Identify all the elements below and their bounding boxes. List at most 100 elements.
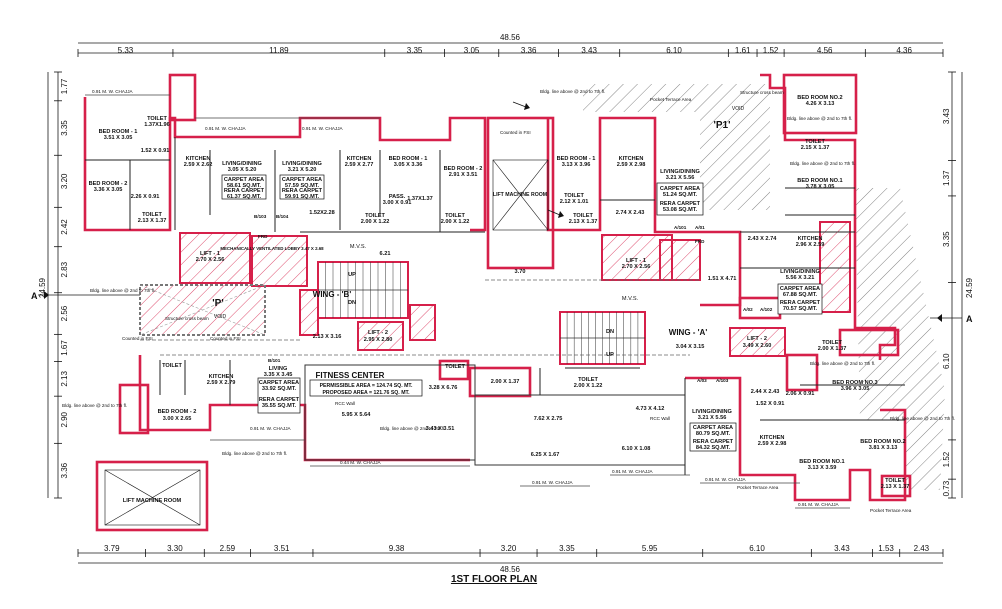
- void-p1-hatch: [700, 84, 770, 210]
- label-lift3-dim: 2.70 X 2.56: [622, 264, 651, 270]
- label-kit6-dim: 2.59 X 2.79: [207, 380, 236, 386]
- top-dimension: 3.35: [407, 46, 423, 55]
- label-kit3: KITCHEN: [619, 156, 644, 162]
- dim-wc-a: 1.52 X 0.91: [756, 401, 785, 407]
- note-chajja-2: 0.91 M. W. CHAJJA: [205, 126, 247, 131]
- note-counted-1: Counted in FSI: [122, 336, 153, 341]
- note-bldg-3: Bldg. line above @ 2nd to 7th fl.: [222, 451, 287, 456]
- label-bed4: BED ROOM - 2: [444, 166, 483, 172]
- label-toilet-6: TOILET: [573, 213, 593, 219]
- tag-a01: A/01: [695, 225, 705, 230]
- tag-b101: B/101: [268, 358, 281, 363]
- fitness-area-permissible: PERMISSIBLE AREA = 124.74 SQ. MT.: [320, 383, 413, 389]
- note-chajja-9: 0.91 M. W. CHAJJA: [798, 502, 840, 507]
- fitness-center-area-box: [309, 379, 423, 397]
- north-arrow-1: [512, 101, 530, 110]
- dim-fitness-2: 3.43 X 3.51: [426, 426, 455, 432]
- label-ca6-val: 33.92 SQ.MT.: [262, 386, 297, 392]
- right-dimension: 0.73: [942, 480, 951, 496]
- tag-b103: B/103: [254, 214, 267, 219]
- main-title: 1ST FLOOR PLAN: [451, 574, 537, 585]
- label-liv4-dim: 5.56 X 3.21: [786, 275, 815, 281]
- label-rc3-val: 53.08 SQ.MT.: [663, 207, 698, 213]
- label-bed1: BED ROOM - 1: [99, 129, 138, 135]
- bottom-dimension: 3.43: [834, 544, 850, 553]
- label-ca5: CARPET AREA: [693, 425, 733, 431]
- fitness-area-proposed: PROPOSED AREA = 121.76 SQ. MT.: [322, 390, 410, 396]
- label-ca1: CARPET AREA: [224, 177, 264, 183]
- label-bed3-dim: 3.05 X 3.36: [394, 162, 423, 168]
- label-bed5-dim: 3.13 X 3.96: [562, 162, 591, 168]
- bottom-dimension: 6.10: [749, 544, 765, 553]
- dim-wc-a2: 2.74 X 2.43: [616, 210, 645, 216]
- label-toilet-2: TOILET: [142, 212, 162, 218]
- chajja-lines: [85, 94, 850, 509]
- label-ca4-val: 67.88 SQ.MT.: [783, 292, 818, 298]
- dim-lobby-b: 2.13 X 3.16: [313, 334, 342, 340]
- label-ca5-val: 80.79 SQ.MT.: [696, 431, 731, 437]
- label-liv3-dim: 3.21 X 5.56: [666, 175, 695, 181]
- top-dimension: 4.36: [896, 46, 912, 55]
- label-toilet-9: TOILET: [822, 340, 842, 346]
- note-bldg-9: Bldg. line above @ 2nd to 7th fl.: [890, 416, 955, 421]
- right-dimension: 3.43: [942, 108, 951, 124]
- label-rc1: RERA CARPET: [224, 188, 265, 194]
- label-liv2: LIVING/DINING: [282, 161, 322, 167]
- label-bed9-dim: 3.81 X 3.13: [869, 445, 898, 451]
- dim-fitness-1: 5.95 X 5.64: [342, 412, 372, 418]
- label-kit1-dim: 2.59 X 2.62: [184, 162, 213, 168]
- section-mark-left: A: [31, 291, 38, 301]
- label-lift4-dim: 3.49 X 2.60: [743, 343, 772, 349]
- label-lift3: LIFT - 1: [626, 258, 646, 264]
- note-struct-1: Structure cross beam: [165, 316, 209, 321]
- bottom-dimension: 3.51: [274, 544, 290, 553]
- left-dimension: 2.13: [60, 371, 69, 387]
- bottom-dimension: 5.95: [642, 544, 658, 553]
- label-toilet-12-dim: 2.06 X 0.91: [786, 391, 815, 397]
- mvs-label-a: M.V.S.: [622, 296, 639, 302]
- label-lift4: LIFT - 2: [747, 336, 767, 342]
- label-liv5: LIVING/DINING: [692, 409, 732, 415]
- pocket-terrace-right: [855, 188, 945, 490]
- note-rcc-1: RCC Wall: [335, 401, 355, 406]
- dim-wc-b2: 1.37X1.37: [407, 196, 433, 202]
- dim-lobby-a2: 1.51 X 4.71: [708, 276, 737, 282]
- label-ca3-val: 51.24 SQ.MT.: [663, 192, 698, 198]
- note-bldg-8: Bldg. line above @ 2nd to 7th fl.: [810, 361, 875, 366]
- tag-frd-2: FRD: [695, 239, 705, 244]
- top-dimension: 1.61: [735, 46, 751, 55]
- note-bldg-4: Bldg. line above @ 2nd to 7th fl.: [380, 426, 445, 431]
- top-overall-dimension: 48.56: [500, 33, 521, 42]
- tag-a02: A/02: [743, 307, 753, 312]
- label-bed10-dim: 3.13 X 3.59: [808, 465, 837, 471]
- label-pass-dim: 3.00 X 0.91: [383, 200, 412, 206]
- left-dimension: 1.77: [60, 78, 69, 94]
- dim-passage-a: 2.44 X 2.43: [751, 389, 780, 395]
- bottom-dimension: 3.30: [167, 544, 183, 553]
- label-rc4-val: 70.57 SQ.MT.: [783, 306, 818, 312]
- label-lift2-dim: 2.95 X 2.80: [364, 337, 393, 343]
- note-pocket-3: Pocket Terrace Area: [870, 508, 912, 513]
- section-markers: A A: [31, 291, 973, 324]
- label-toilet-8: TOILET: [578, 377, 598, 383]
- tag-a102: A/102: [760, 307, 773, 312]
- note-counted-3: Counted in FSI: [500, 130, 531, 135]
- lift-machine-room-bottom: LIFT MACHINE ROOM: [123, 498, 182, 504]
- label-toilet-4-dim: 2.00 X 1.22: [441, 219, 470, 225]
- tag-a103: A/103: [716, 378, 729, 383]
- label-rc2-val: 59.91 SQ.MT.: [285, 194, 320, 200]
- label-kit2: KITCHEN: [347, 156, 372, 162]
- label-toilet-4: TOILET: [445, 213, 465, 219]
- bottom-overall-dimension: 48.56: [500, 565, 521, 574]
- pocket-terrace-top: [583, 84, 700, 112]
- tag-a03: A/03: [697, 378, 707, 383]
- shaft-hatch-4: [819, 221, 851, 313]
- stair-wing-b: [317, 261, 409, 319]
- label-toilet-10: TOILET: [885, 478, 905, 484]
- lift-machine-room-top: LIFT MACHINE ROOM: [493, 192, 547, 198]
- dim-lobby-a: 3.04 X 3.15: [676, 344, 705, 350]
- dim-annex-2: 4.73 X 4.12: [636, 406, 665, 412]
- bottom-dimension: 3.79: [104, 544, 120, 553]
- label-dn-a: DN: [606, 329, 614, 335]
